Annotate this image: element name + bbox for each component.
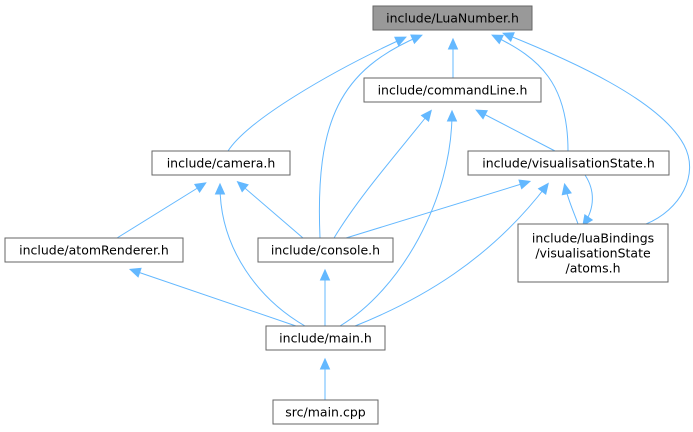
edge-line	[339, 112, 453, 327]
edge-line	[131, 269, 297, 327]
edge-line	[116, 183, 205, 239]
edge-commandline-mainh	[339, 109, 458, 327]
arrowhead	[128, 267, 142, 278]
arrowhead	[502, 32, 515, 43]
arrowhead	[319, 268, 331, 281]
node-label: /visualisationState	[535, 246, 651, 261]
arrowhead	[394, 36, 407, 47]
edge-luanumber-commandline	[447, 37, 459, 78]
edge-mainh-maincpp	[319, 357, 331, 400]
edge-camera-atomrenderer	[116, 182, 207, 239]
edge-luabind-visstate	[582, 174, 594, 227]
arrowhead	[420, 109, 432, 122]
edge-commandline-visstate	[475, 109, 556, 152]
node-label: include/console.h	[271, 243, 380, 258]
edge-line	[318, 35, 421, 239]
edge-luanumber-luabind	[502, 32, 691, 225]
node-commandline[interactable]: include/commandLine.h	[363, 77, 542, 103]
arrowhead	[561, 182, 572, 196]
nodes-layer: include/LuaNumber.h include/commandLine.h…	[4, 5, 670, 425]
edge-visstate-console	[345, 179, 532, 239]
node-console[interactable]: include/console.h	[257, 237, 394, 263]
node-box	[372, 5, 533, 31]
edge-line	[493, 35, 569, 152]
edge-line	[477, 110, 556, 152]
edge-line	[227, 37, 405, 152]
edge-camera-mainh	[214, 182, 306, 327]
node-box	[257, 237, 394, 263]
edge-visstate-luabind	[561, 182, 579, 225]
node-label: include/camera.h	[167, 156, 276, 171]
node-luabind[interactable]: include/luaBindings/visualisationState/a…	[517, 223, 669, 283]
arrowhead	[236, 180, 249, 193]
node-label: include/commandLine.h	[378, 83, 528, 98]
edge-line	[504, 33, 691, 225]
node-mainh[interactable]: include/main.h	[265, 325, 386, 351]
node-label: include/visualisationState.h	[482, 156, 655, 171]
node-box	[265, 325, 386, 351]
edge-line	[333, 111, 431, 239]
node-visstate[interactable]: include/visualisationState.h	[467, 150, 670, 176]
node-box	[517, 223, 669, 283]
edge-atomrenderer-mainh	[128, 267, 297, 327]
arrowhead	[193, 182, 207, 193]
edges-layer	[116, 32, 691, 400]
node-box	[467, 150, 670, 176]
node-label: include/luaBindings	[532, 231, 654, 246]
node-box	[151, 150, 291, 176]
arrowhead	[214, 182, 226, 195]
edge-commandline-console	[333, 109, 432, 239]
arrowhead	[518, 179, 532, 190]
edge-line	[219, 185, 306, 327]
edge-luanumber-visstate	[491, 34, 569, 152]
edge-console-mainh	[319, 268, 331, 326]
node-atomrenderer[interactable]: include/atomRenderer.h	[4, 237, 184, 263]
arrowhead	[537, 182, 549, 195]
edge-line	[345, 181, 529, 239]
node-box	[363, 77, 542, 103]
arrowhead	[410, 34, 423, 45]
node-luanumber[interactable]: include/LuaNumber.h	[372, 5, 533, 31]
edge-line	[354, 184, 548, 327]
node-label: include/main.h	[279, 331, 372, 346]
edge-line	[238, 182, 304, 239]
arrowhead	[447, 37, 459, 50]
node-camera[interactable]: include/camera.h	[151, 150, 291, 176]
node-box	[4, 237, 184, 263]
edge-visstate-mainh	[354, 182, 549, 327]
node-label: include/LuaNumber.h	[386, 11, 519, 26]
node-label: include/atomRenderer.h	[19, 243, 169, 258]
edge-camera-console	[236, 180, 304, 239]
edge-luanumber-console	[318, 34, 423, 239]
node-label: src/main.cpp	[285, 405, 365, 420]
node-maincpp[interactable]: src/main.cpp	[272, 399, 379, 425]
arrowhead	[475, 109, 488, 120]
arrowhead	[319, 357, 331, 370]
arrowhead	[491, 34, 504, 45]
arrowhead	[582, 214, 594, 227]
node-label: /atoms.h	[565, 261, 620, 276]
node-box	[272, 399, 379, 425]
arrowhead	[446, 109, 458, 122]
edge-luanumber-camera	[227, 36, 407, 152]
